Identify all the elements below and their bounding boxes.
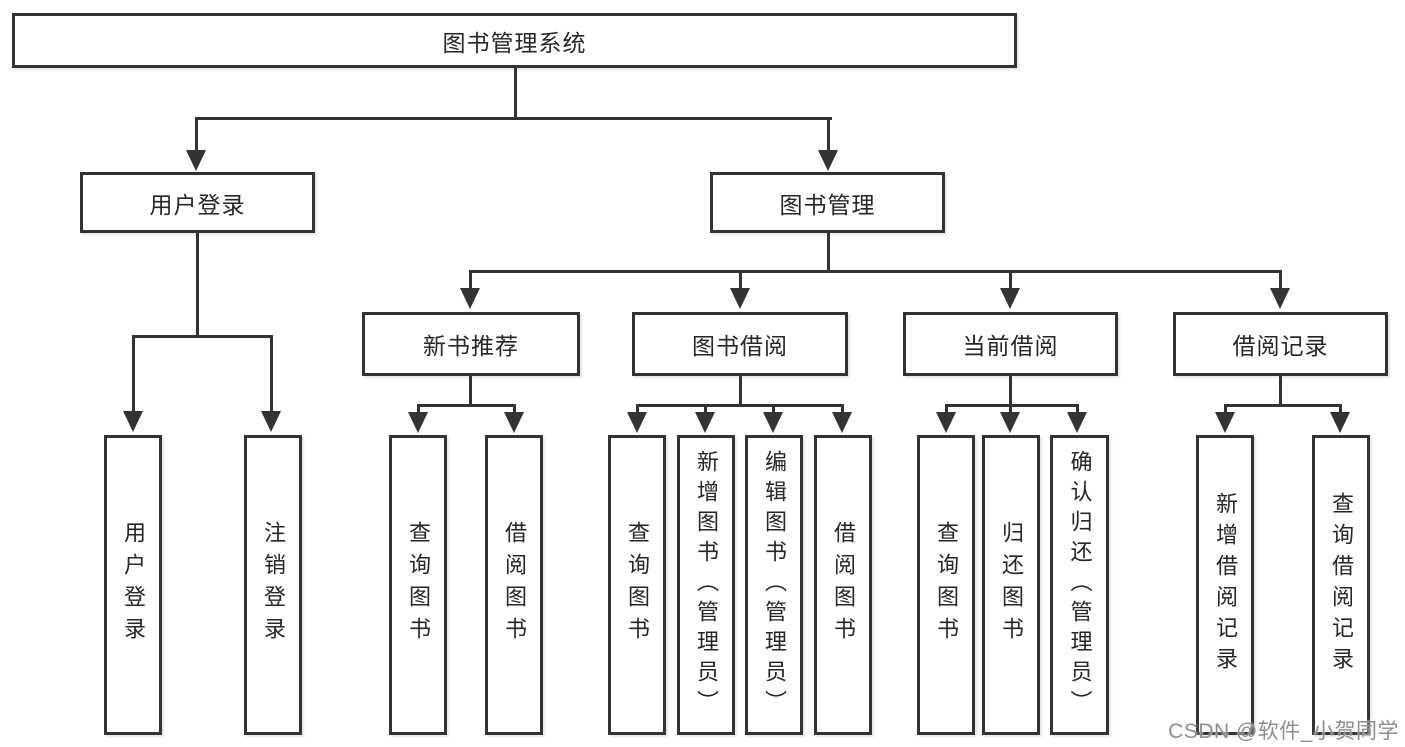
node-leaf-borrow-books-borrowing: 借阅图书: [814, 435, 872, 735]
arrow-head: [627, 412, 647, 433]
node-label: 新书推荐: [423, 333, 519, 359]
node-leaf-add-borrow-record: 新增借阅记录: [1196, 435, 1254, 735]
connector-line: [270, 335, 273, 413]
connector-line: [132, 335, 135, 413]
arrow-head: [832, 412, 852, 433]
node-label: 注销登录: [261, 521, 286, 649]
node-label: 用户登录: [121, 521, 146, 649]
node-new-book-recommend: 新书推荐: [362, 312, 580, 376]
connector-line: [945, 404, 1079, 407]
connector-line: [196, 232, 199, 338]
connector-line: [1009, 404, 1012, 415]
connector-line: [1279, 376, 1282, 407]
connector-line: [1076, 404, 1079, 415]
node-leaf-user-login: 用户登录: [104, 435, 162, 735]
node-label: 用户登录: [149, 191, 246, 218]
node-borrowing-records: 借阅记录: [1173, 312, 1388, 376]
node-leaf-query-borrow-record: 查询借阅记录: [1312, 435, 1370, 735]
node-user-login: 用户登录: [80, 172, 315, 233]
arrow-head: [460, 288, 480, 309]
node-leaf-query-books-recommend: 查询图书: [389, 435, 447, 735]
node-leaf-logout: 注销登录: [244, 435, 302, 735]
node-label: 查询图书: [406, 521, 431, 649]
connector-line: [772, 404, 775, 415]
node-label: 图书管理: [779, 191, 876, 218]
arrow-head: [123, 411, 143, 432]
connector-line: [469, 270, 1282, 273]
node-label: 查询图书: [934, 521, 959, 649]
arrow-head: [1067, 412, 1087, 433]
node-label: 新增借阅记录: [1213, 492, 1238, 678]
connector-line: [195, 117, 198, 152]
node-leaf-query-books-borrowing: 查询图书: [608, 435, 666, 735]
node-leaf-add-book-admin: 新增图书（管理员）: [677, 435, 735, 735]
arrow-head: [186, 150, 206, 171]
arrow-head: [504, 412, 524, 433]
node-label: 借阅记录: [1232, 333, 1329, 359]
node-label: 图书管理系统: [442, 29, 587, 56]
connector-line: [1224, 404, 1342, 407]
arrow-head: [763, 412, 783, 433]
node-label: 图书借阅: [692, 333, 788, 359]
node-leaf-edit-book-admin: 编辑图书（管理员）: [745, 435, 803, 735]
connector-line: [739, 270, 742, 290]
arrow-head: [936, 412, 956, 433]
node-label: 当前借阅: [962, 333, 1059, 359]
node-label: 借阅图书: [831, 521, 856, 649]
connector-line: [1009, 376, 1012, 407]
connector-line: [1009, 270, 1012, 290]
connector-line: [196, 117, 832, 120]
arrow-head: [695, 412, 715, 433]
arrow-head: [818, 150, 838, 171]
node-book-borrowing: 图书借阅: [632, 312, 848, 376]
node-library-management-system: 图书管理系统: [12, 13, 1017, 68]
node-book-management: 图书管理: [710, 172, 945, 233]
connector-line: [636, 404, 639, 415]
connector-line: [704, 404, 707, 415]
node-label: 编辑图书（管理员）: [762, 450, 787, 720]
node-label: 确认归还（管理员）: [1067, 450, 1093, 720]
node-label: 查询借阅记录: [1329, 492, 1354, 678]
arrow-head: [730, 288, 750, 309]
arrow-head: [1000, 412, 1020, 433]
node-label: 借阅图书: [502, 521, 527, 649]
node-label: 查询图书: [625, 521, 650, 649]
connector-line: [827, 233, 830, 273]
connector-line: [636, 404, 844, 407]
node-label: 新增图书（管理员）: [694, 450, 719, 720]
node-current-borrowing: 当前借阅: [903, 312, 1118, 376]
csdn-watermark: CSDN @软件_小贺同学: [1168, 720, 1399, 743]
node-label: 归还图书: [999, 521, 1024, 649]
connector-line: [1339, 404, 1342, 415]
connector-line: [514, 67, 517, 120]
connector-line: [841, 404, 844, 415]
node-leaf-confirm-return-admin: 确认归还（管理员）: [1050, 435, 1109, 735]
connector-line: [945, 404, 948, 415]
connector-line: [513, 404, 516, 415]
connector-line: [417, 404, 515, 407]
arrow-head: [1215, 412, 1235, 433]
connector-line: [739, 376, 742, 407]
connector-line: [417, 404, 420, 415]
connector-line: [1224, 404, 1227, 415]
connector-line: [132, 335, 273, 338]
node-leaf-return-books: 归还图书: [982, 435, 1040, 735]
arrow-head: [1000, 288, 1020, 309]
arrow-head: [1330, 412, 1350, 433]
arrow-head: [1270, 288, 1290, 309]
node-leaf-query-books-current: 查询图书: [917, 435, 975, 735]
connector-line: [1279, 270, 1282, 290]
arrow-head: [408, 412, 428, 433]
connector-line: [827, 117, 830, 152]
connector-line: [469, 376, 472, 407]
node-leaf-borrow-books-recommend: 借阅图书: [485, 435, 543, 735]
arrow-head: [261, 411, 281, 432]
connector-line: [469, 270, 472, 290]
